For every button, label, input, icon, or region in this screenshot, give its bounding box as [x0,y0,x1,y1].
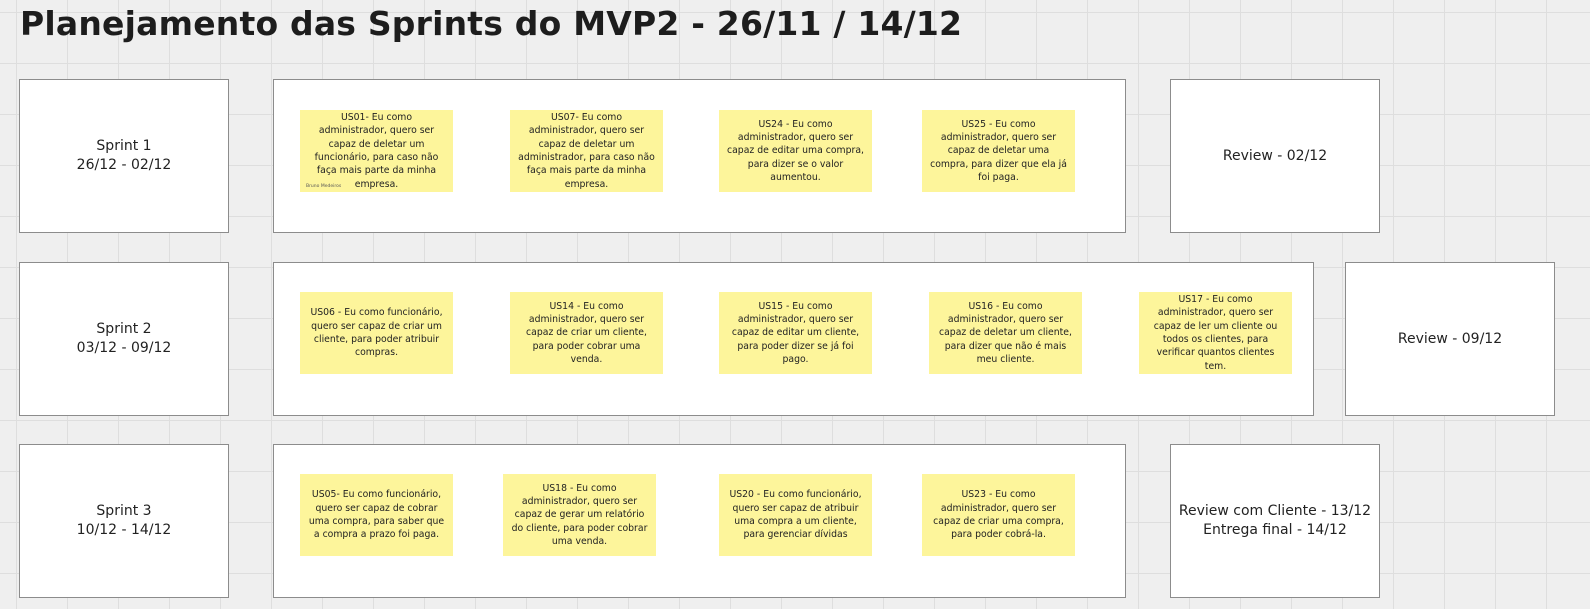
sprint-2-label-frame[interactable]: Sprint 2 03/12 - 09/12 [19,262,229,416]
sticky-note-us05[interactable]: US05- Eu como funcionário, quero ser cap… [300,474,453,556]
review-text: Review - 02/12 [1222,147,1328,164]
sticky-note-us24[interactable]: US24 - Eu como administrador, quero ser … [719,110,872,192]
sprint-1-review-frame[interactable]: Review - 02/12 [1170,79,1380,233]
sticky-note-text: US16 - Eu como administrador, quero ser … [939,300,1072,365]
sticky-note-us25[interactable]: US25 - Eu como administrador, quero ser … [922,110,1075,192]
board-title: Planejamento das Sprints do MVP2 - 26/11… [20,4,963,43]
sprint-1-name: Sprint 1 [96,138,152,154]
review-text: Review - 09/12 [1397,330,1503,347]
sticky-note-text: US17 - Eu como administrador, quero ser … [1153,294,1278,372]
sticky-note-us16[interactable]: US16 - Eu como administrador, quero ser … [929,292,1082,374]
sprint-2-review-frame[interactable]: Review - 09/12 [1345,262,1555,416]
sprint-2-name: Sprint 2 [96,321,152,337]
sticky-note-text: US05- Eu como funcionário, quero ser cap… [308,489,445,541]
sticky-note-us17[interactable]: US17 - Eu como administrador, quero ser … [1139,292,1292,374]
sprint-1-label-frame[interactable]: Sprint 1 26/12 - 02/12 [19,79,229,233]
sticky-note-text: US14 - Eu como administrador, quero ser … [526,300,647,365]
sprint-3-review-frame[interactable]: Review com Cliente - 13/12 Entrega final… [1170,444,1380,598]
sprint-3-label-frame[interactable]: Sprint 3 10/12 - 14/12 [19,444,229,598]
sticky-note-text: US07- Eu como administrador, quero ser c… [518,112,655,190]
sticky-note-us06[interactable]: US06 - Eu como funcionário, quero ser ca… [300,292,453,374]
sprint-3-name: Sprint 3 [96,503,152,519]
sprint-1-dates: 26/12 - 02/12 [76,157,172,173]
sticky-note-text: US25 - Eu como administrador, quero ser … [930,118,1067,183]
sticky-note-us23[interactable]: US23 - Eu como administrador, quero ser … [922,474,1075,556]
sticky-note-text: US01- Eu como administrador, quero ser c… [314,112,439,190]
sticky-note-text: US24 - Eu como administrador, quero ser … [727,118,864,183]
delivery-text: Entrega final - 14/12 [1203,522,1347,538]
sticky-note-text: US23 - Eu como administrador, quero ser … [933,489,1064,541]
sticky-note-us14[interactable]: US14 - Eu como administrador, quero ser … [510,292,663,374]
sticky-note-us07[interactable]: US07- Eu como administrador, quero ser c… [510,110,663,192]
sticky-note-us20[interactable]: US20 - Eu como funcionário, quero ser ca… [719,474,872,556]
sticky-note-author: Bruno Medeiros [306,184,342,189]
sticky-note-us18[interactable]: US18 - Eu como administrador, quero ser … [503,474,656,556]
sticky-note-us01[interactable]: US01- Eu como administrador, quero ser c… [300,110,453,192]
review-text: Review com Cliente - 13/12 [1178,503,1372,519]
sticky-note-text: US06 - Eu como funcionário, quero ser ca… [310,307,443,359]
sticky-note-text: US20 - Eu como funcionário, quero ser ca… [729,489,862,541]
sprint-2-dates: 03/12 - 09/12 [76,340,172,356]
sticky-note-text: US18 - Eu como administrador, quero ser … [511,482,648,547]
sticky-note-us15[interactable]: US15 - Eu como administrador, quero ser … [719,292,872,374]
sticky-note-text: US15 - Eu como administrador, quero ser … [731,300,860,365]
sprint-3-dates: 10/12 - 14/12 [76,522,172,538]
